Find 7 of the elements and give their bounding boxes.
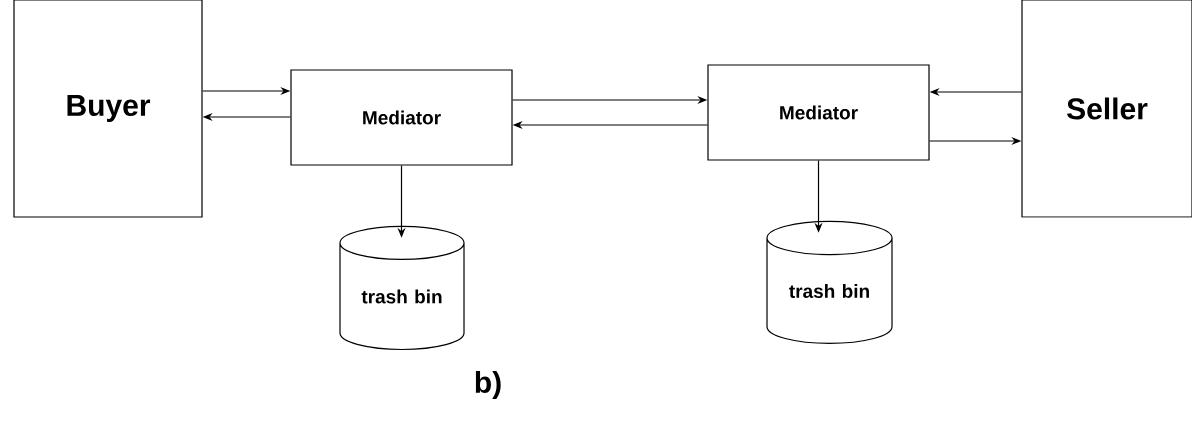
mediator-box: Mediator [707, 64, 930, 161]
party-box: Seller [1021, 0, 1192, 218]
panel-label: b) [475, 371, 501, 399]
mediator-box: Mediator [290, 69, 513, 166]
trash-bin-cylinder: trash bin [766, 220, 893, 344]
trash-bin-cylinder: trash bin [339, 225, 465, 351]
party-box: Buyer [13, 0, 203, 218]
